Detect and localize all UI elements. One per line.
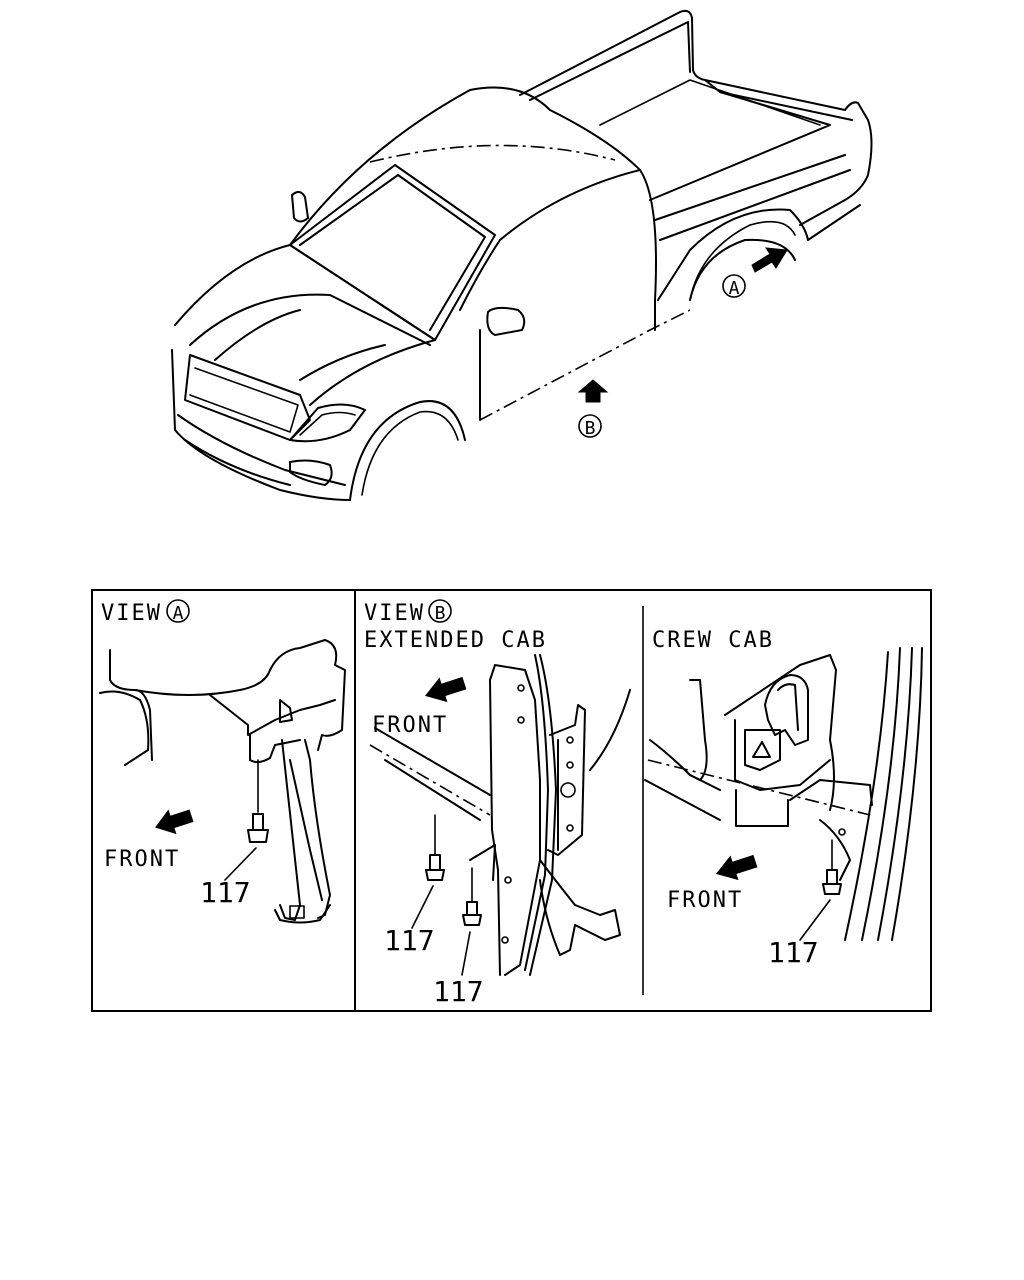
view-a-part-number: 117 — [200, 876, 251, 909]
crew-cab-part-number: 117 — [768, 936, 819, 969]
extended-cab-part-number-1: 117 — [384, 924, 435, 957]
extended-cab-part-number-2: 117 — [433, 975, 484, 1008]
detail-panel-frame — [91, 589, 932, 1012]
view-a-front-label: FRONT — [104, 847, 180, 872]
view-a-marker: A — [173, 603, 184, 624]
view-b-panel: VIEW B EXTENDED CAB FRONT — [364, 599, 923, 1008]
crew-cab-front-label: FRONT — [667, 888, 743, 913]
callout-a-marker: A — [729, 278, 740, 299]
extended-cab-detail: EXTENDED CAB FRONT — [364, 628, 631, 1008]
view-b-heading: VIEW — [364, 601, 425, 626]
view-b-marker: B — [435, 603, 446, 624]
truck-illustration: A B — [171, 9, 873, 501]
view-a-panel: VIEW A FRONT 117 — [99, 599, 346, 924]
crew-cab-detail: CREW CAB F — [644, 628, 923, 969]
crew-cab-title: CREW CAB — [652, 628, 774, 653]
extended-cab-front-label: FRONT — [372, 713, 448, 738]
view-a-heading: VIEW — [101, 601, 162, 626]
extended-cab-title: EXTENDED CAB — [364, 628, 547, 653]
callout-b-marker: B — [585, 418, 596, 439]
